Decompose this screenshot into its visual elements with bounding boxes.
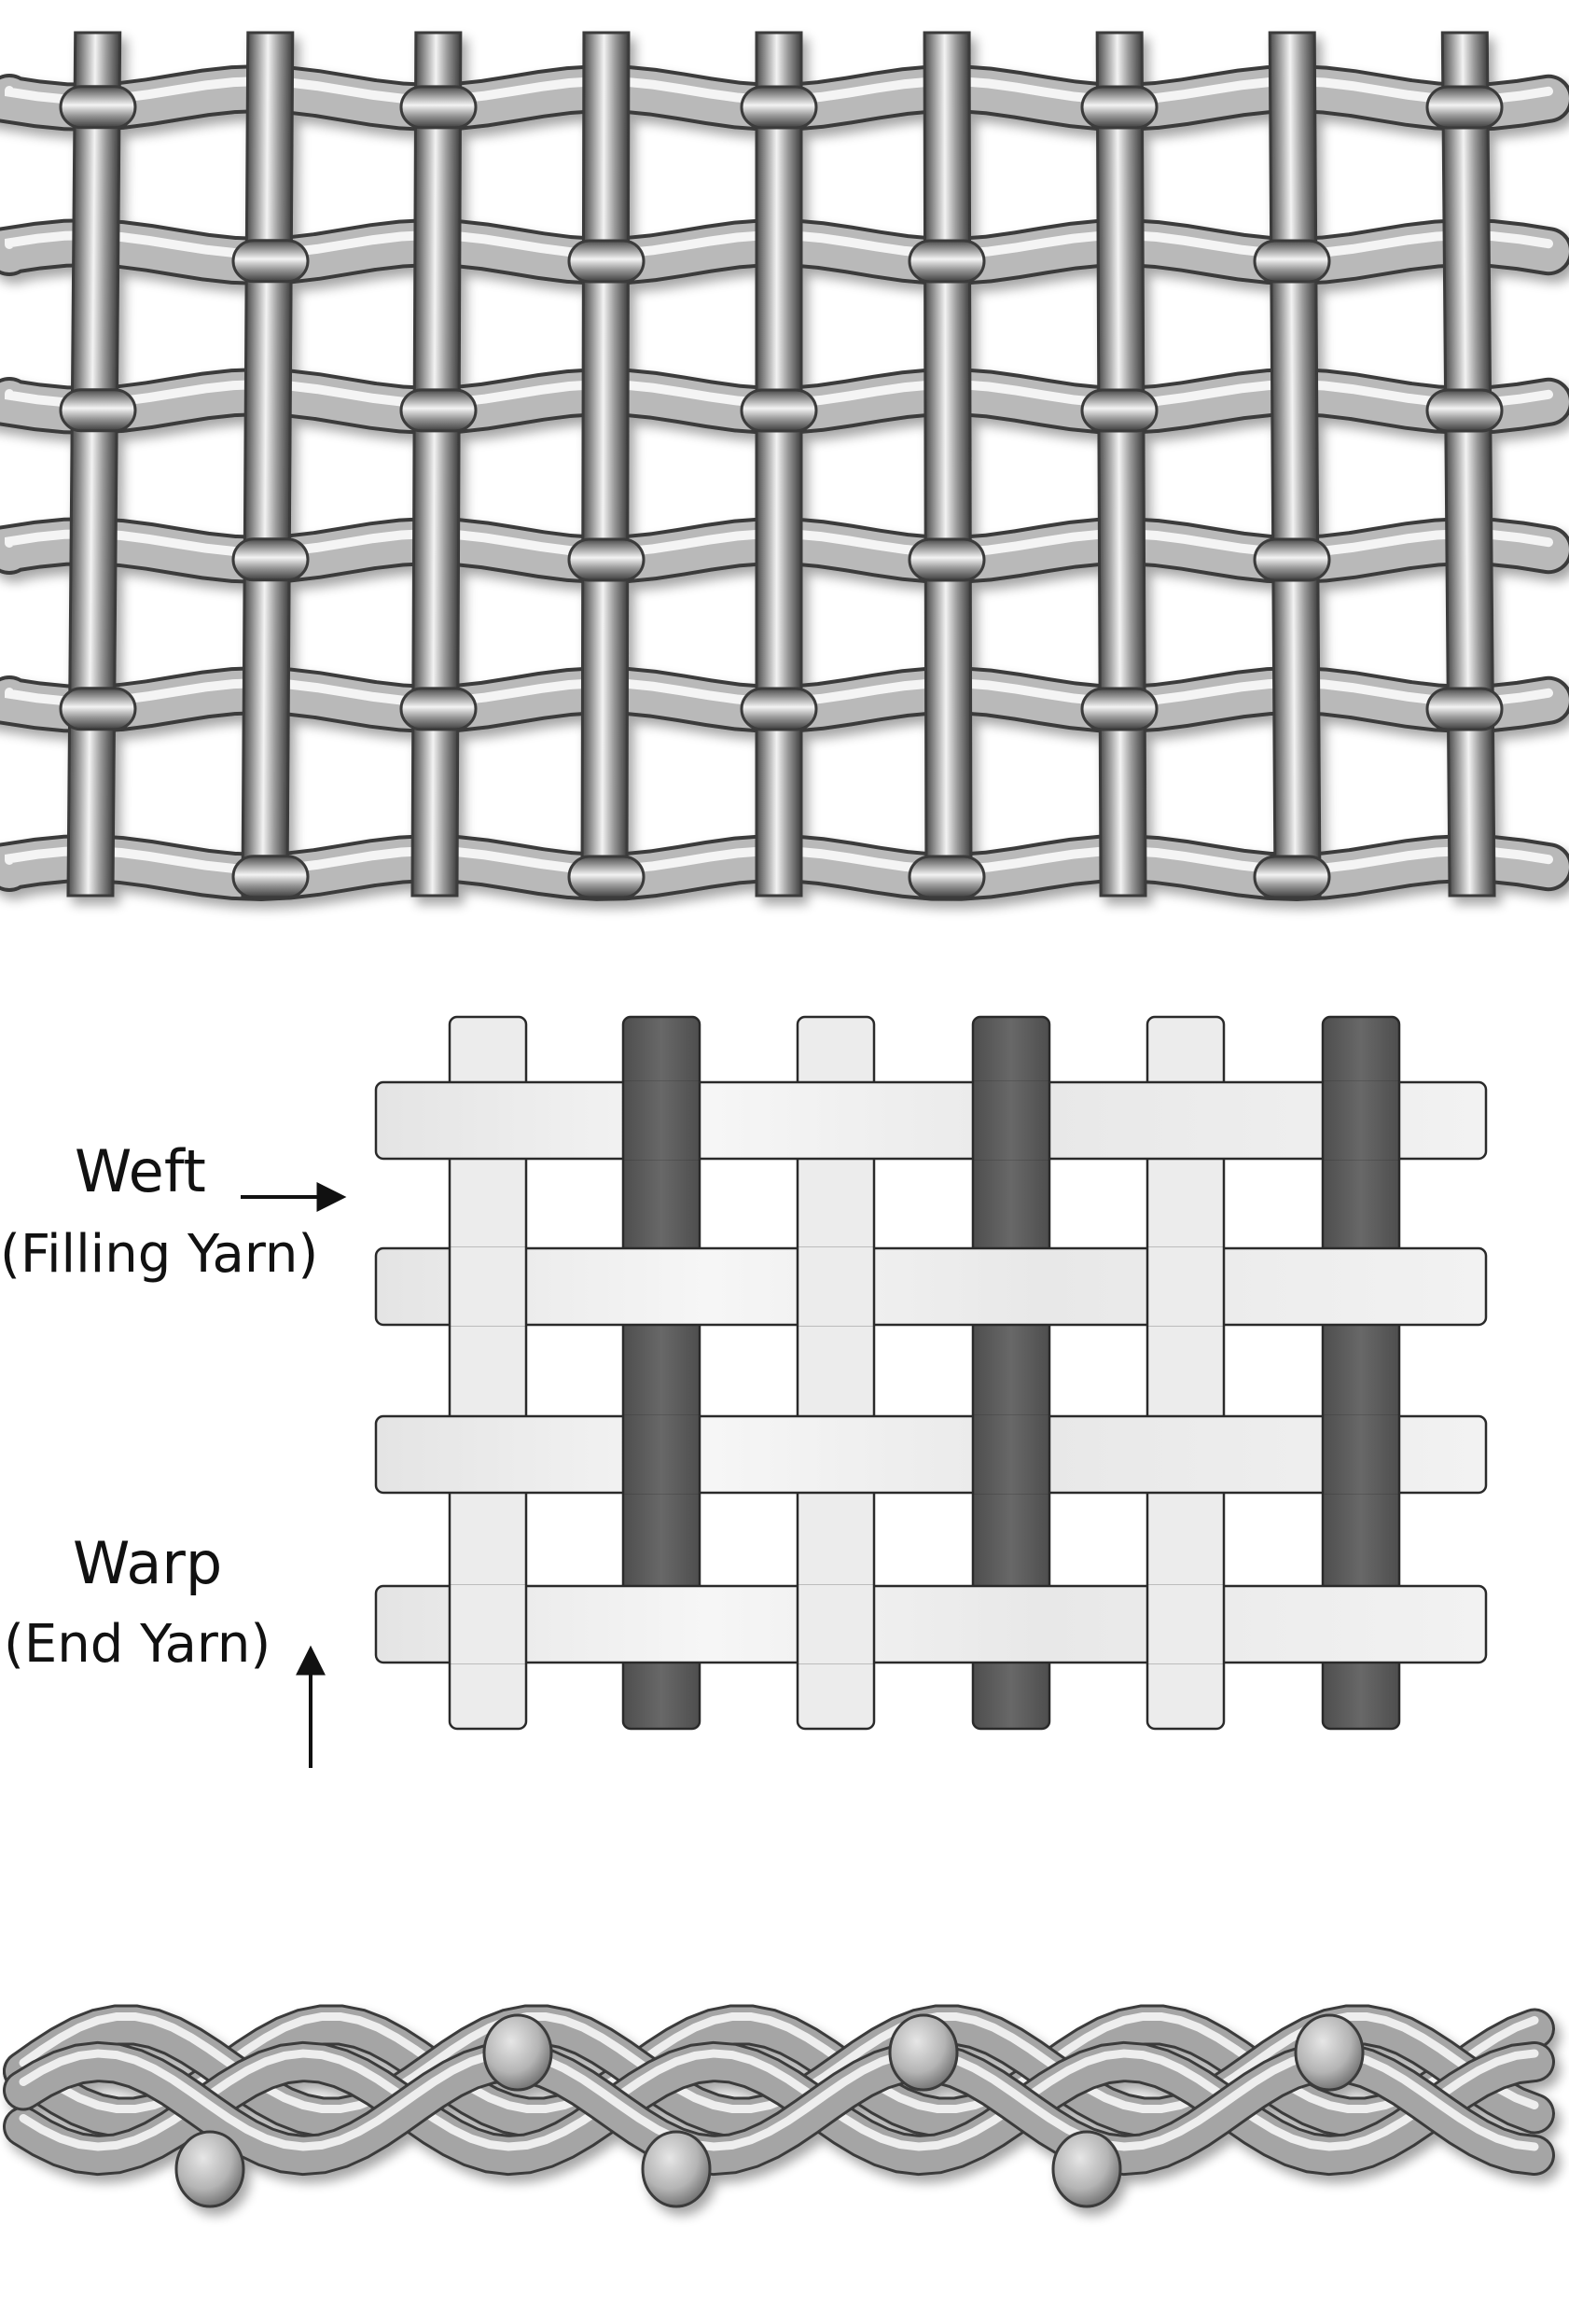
warp-sublabel: (End Yarn) [4,1614,271,1675]
mesh-weft-crossover [59,85,137,130]
mesh-warp-wire [1095,31,1147,898]
mesh-weft-crossover [1425,687,1504,731]
mesh-weft-crossover [231,537,310,582]
warp-over-weft [1323,1415,1399,1494]
warp-end-wire [1294,2013,1365,2092]
warp-over-weft [798,1247,874,1326]
warp-over-weft [973,1081,1049,1160]
mesh-warp-wires [59,31,1504,899]
mesh-weft-crossover [1080,687,1159,731]
warp-over-weft [450,1247,526,1326]
warp-over-weft [973,1415,1049,1494]
mesh-weft-crossover [231,855,310,899]
mesh-weft-crossover [1425,388,1504,433]
warp-label: Warp [73,1529,223,1597]
cross-strand-highlight [19,2049,1539,2151]
mesh-weft-crossover [908,855,986,899]
mesh-weft-crossover [908,239,986,284]
mesh-weft-crossover [567,855,646,899]
mesh-weft-crossover [59,388,137,433]
warp-end-wire [482,2013,553,2092]
warp-over-weft [623,1081,700,1160]
mesh-warp-wire [241,31,295,898]
cross-strand-highlight [19,2049,1539,2151]
warp-over-weft [1147,1247,1224,1326]
warp-yarn [621,1015,701,1731]
mesh-warp-wire [66,31,122,898]
plain-weave-diagram [374,1015,1488,1731]
warp-end-wire [1051,2130,1122,2208]
warp-yarn [448,1015,528,1731]
mesh-warp-wire [410,31,463,898]
mesh-weft-crossover [231,239,310,284]
weft-sublabel: (Filling Yarn) [0,1224,319,1285]
mesh-weft-crossover [740,687,818,731]
mesh-warp-wire [755,31,803,898]
mesh-weft-crossover [740,85,818,130]
mesh-weft-crossover [1080,85,1159,130]
warp-yarn [796,1015,876,1731]
mesh-weft-crossover [1425,85,1504,130]
mesh-photo-panel [0,31,1569,902]
mesh-weft-crossover [1253,537,1331,582]
warp-over-weft [623,1415,700,1494]
warp-over-weft [450,1585,526,1663]
warp-over-weft [798,1585,874,1663]
weft-yarn [374,1080,1488,1161]
mesh-weft-crossover [908,537,986,582]
warp-yarn [971,1015,1051,1731]
mesh-weft-crossover [59,687,137,731]
weft-yarn [374,1414,1488,1495]
warp-end-wire [641,2130,712,2208]
warp-over-weft [1147,1585,1224,1663]
mesh-warp-wire [923,31,973,898]
weave-cross-section [3,2004,1555,2208]
mesh-warp-wire [1268,31,1322,898]
weft-yarn [374,1246,1488,1327]
mesh-weft-crossover [567,239,646,284]
weft-label: Weft [75,1137,206,1205]
mesh-weft-crossover [1080,388,1159,433]
mesh-weft-crossover [399,85,478,130]
mesh-weft-crossover [399,388,478,433]
mesh-weft-crossover [399,687,478,731]
mesh-warp-wire [580,31,631,898]
mesh-weft-crossover [567,537,646,582]
warp-yarn [1321,1015,1401,1731]
mesh-weft-crossover [1253,239,1331,284]
cross-strand [6,2043,1552,2174]
warp-end-wire [888,2013,959,2092]
cross-strand [6,2043,1552,2174]
weft-yarn [374,1584,1488,1664]
warp-over-weft [1323,1081,1399,1160]
mesh-warp-wire [1440,31,1496,898]
mesh-weft-crossover [740,388,818,433]
warp-yarn [1146,1015,1226,1731]
warp-end-wire [174,2130,245,2208]
mesh-weft-crossover [1253,855,1331,899]
